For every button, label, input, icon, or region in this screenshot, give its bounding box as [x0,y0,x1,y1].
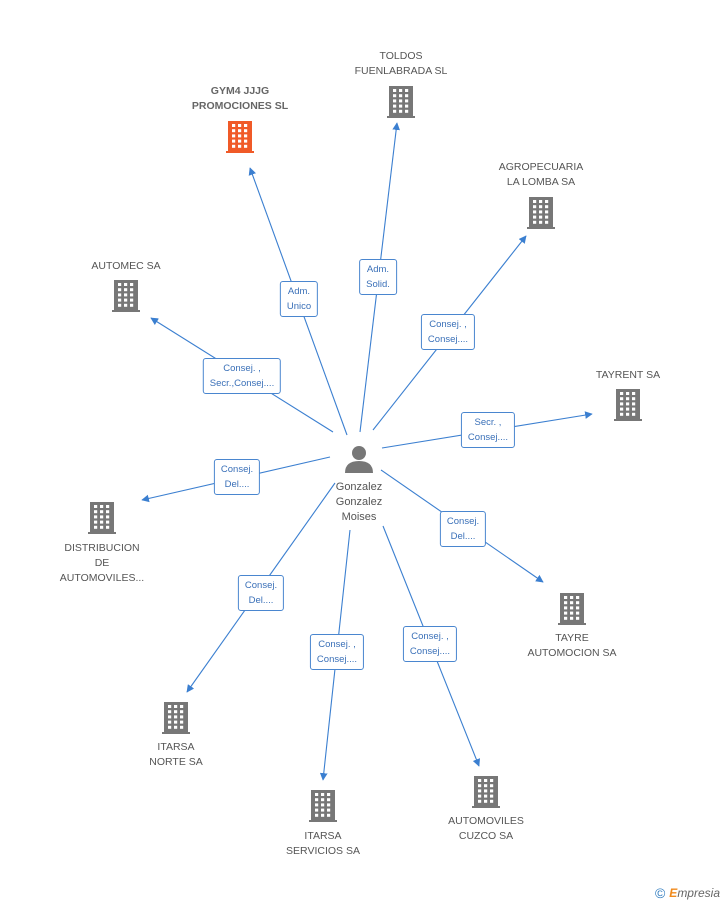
company-label-distribucion-line: AUTOMOVILES... [59,572,145,584]
company-label-automec[interactable]: AUTOMEC SA [91,259,160,274]
relation-text: Consej. , [411,631,449,642]
company-label-toldos[interactable]: TOLDOS FUENLABRADA SL [355,49,448,79]
relation-text: Consej.... [316,654,358,665]
company-label-gym4-line: PROMOCIONES SL [191,100,289,112]
relation-text: Adm. [366,264,390,275]
company-label-itarsa-servicios[interactable]: ITARSA SERVICIOS SA [286,829,360,859]
company-label-automoviles-cuzco-line: AUTOMOVILES [448,815,524,827]
relation-text: Consej. , [318,639,356,650]
company-label-gym4-line: GYM4 JJJG [210,85,270,97]
person-icon[interactable] [345,446,373,473]
person-name-line: Gonzalez [335,481,383,493]
relation-text: Consej. [220,464,254,475]
building-icon-toldos[interactable] [387,86,415,118]
company-label-automoviles-cuzco[interactable]: AUTOMOVILES CUZCO SA [448,814,524,844]
relation-text: Del.... [248,595,274,606]
company-label-automoviles-cuzco-line: CUZCO SA [458,830,514,842]
company-label-itarsa-norte-line: NORTE SA [149,756,203,768]
relation-label-itarsa-servicios[interactable]: Consej. , Consej.... [309,634,365,670]
relation-text: Consej. , [223,363,261,374]
relation-text: Consej. [244,580,278,591]
company-label-tayrent-line: TAYRENT SA [595,369,661,381]
person-name-line: Moises [341,511,377,523]
building-icon-tayre[interactable] [558,593,586,625]
relation-label-toldos[interactable]: Adm. Solid. [359,259,397,295]
empresia-brand[interactable]: © Empresia [655,885,720,901]
relation-label-automec[interactable]: Consej. , Secr.,Consej.... [202,358,282,394]
copyright-icon: © [654,885,666,901]
building-icon-gym4[interactable] [226,121,254,153]
company-label-distribucion[interactable]: DISTRIBUCION DE AUTOMOVILES... [60,541,144,586]
company-label-agropecuaria[interactable]: AGROPECUARIA LA LOMBA SA [499,160,584,190]
company-label-toldos-line: TOLDOS [379,50,423,62]
building-icon-itarsa-servicios[interactable] [309,790,337,822]
relation-text: Solid. [366,279,390,290]
company-label-tayre-line: TAYRE [555,632,589,644]
relation-text: Del.... [450,531,476,542]
company-label-toldos-line: FUENLABRADA SL [354,65,448,77]
person-name-line: Gonzalez [335,496,383,508]
company-label-tayrent[interactable]: TAYRENT SA [596,368,660,383]
brand-initial: E [669,886,678,900]
company-label-tayre[interactable]: TAYRE AUTOMOCION SA [527,631,616,661]
relation-text: Unico [286,301,312,312]
relation-label-itarsa-norte[interactable]: Consej. Del.... [237,575,285,611]
relation-text: Consej. , [429,319,467,330]
company-label-agropecuaria-line: AGROPECUARIA [498,161,584,173]
company-label-itarsa-norte[interactable]: ITARSA NORTE SA [149,740,202,770]
relation-text: Del.... [224,479,250,490]
building-icon-itarsa-norte[interactable] [162,702,190,734]
company-label-distribucion-line: DE [94,557,110,569]
company-label-tayre-line: AUTOMOCION SA [527,647,617,659]
company-label-itarsa-servicios-line: SERVICIOS SA [286,845,360,857]
building-icon-automoviles-cuzco[interactable] [472,776,500,808]
relation-text: Secr.,Consej.... [209,378,275,389]
relation-text: Consej.... [409,646,451,657]
company-label-agropecuaria-line: LA LOMBA SA [506,176,576,188]
company-label-distribucion-line: DISTRIBUCION [64,542,140,554]
building-icon-tayrent[interactable] [614,389,642,421]
company-label-itarsa-norte-line: ITARSA [157,741,195,753]
company-label-automec-line: AUTOMEC SA [91,260,161,272]
relation-text: Adm. [287,286,311,297]
relation-text: Secr. , [474,417,502,428]
relation-label-tayrent[interactable]: Secr. , Consej.... [460,412,516,448]
relation-label-tayre[interactable]: Consej. Del.... [439,511,487,547]
relation-text: Consej.... [427,334,469,345]
company-label-gym4[interactable]: GYM4 JJJG PROMOCIONES SL [192,84,288,114]
relation-text: Consej. [446,516,480,527]
building-icon-automec[interactable] [112,280,140,312]
relation-label-distribucion[interactable]: Consej. Del.... [213,459,261,495]
company-label-itarsa-servicios-line: ITARSA [304,830,342,842]
relation-label-gym4[interactable]: Adm. Unico [279,281,319,317]
brand-name: mpresia [677,886,720,900]
building-icon-agropecuaria[interactable] [527,197,555,229]
relation-label-agropecuaria[interactable]: Consej. , Consej.... [420,314,476,350]
relation-label-automoviles-cuzco[interactable]: Consej. , Consej.... [402,626,458,662]
relation-text: Consej.... [467,432,509,443]
building-icon-distribucion[interactable] [88,502,116,534]
